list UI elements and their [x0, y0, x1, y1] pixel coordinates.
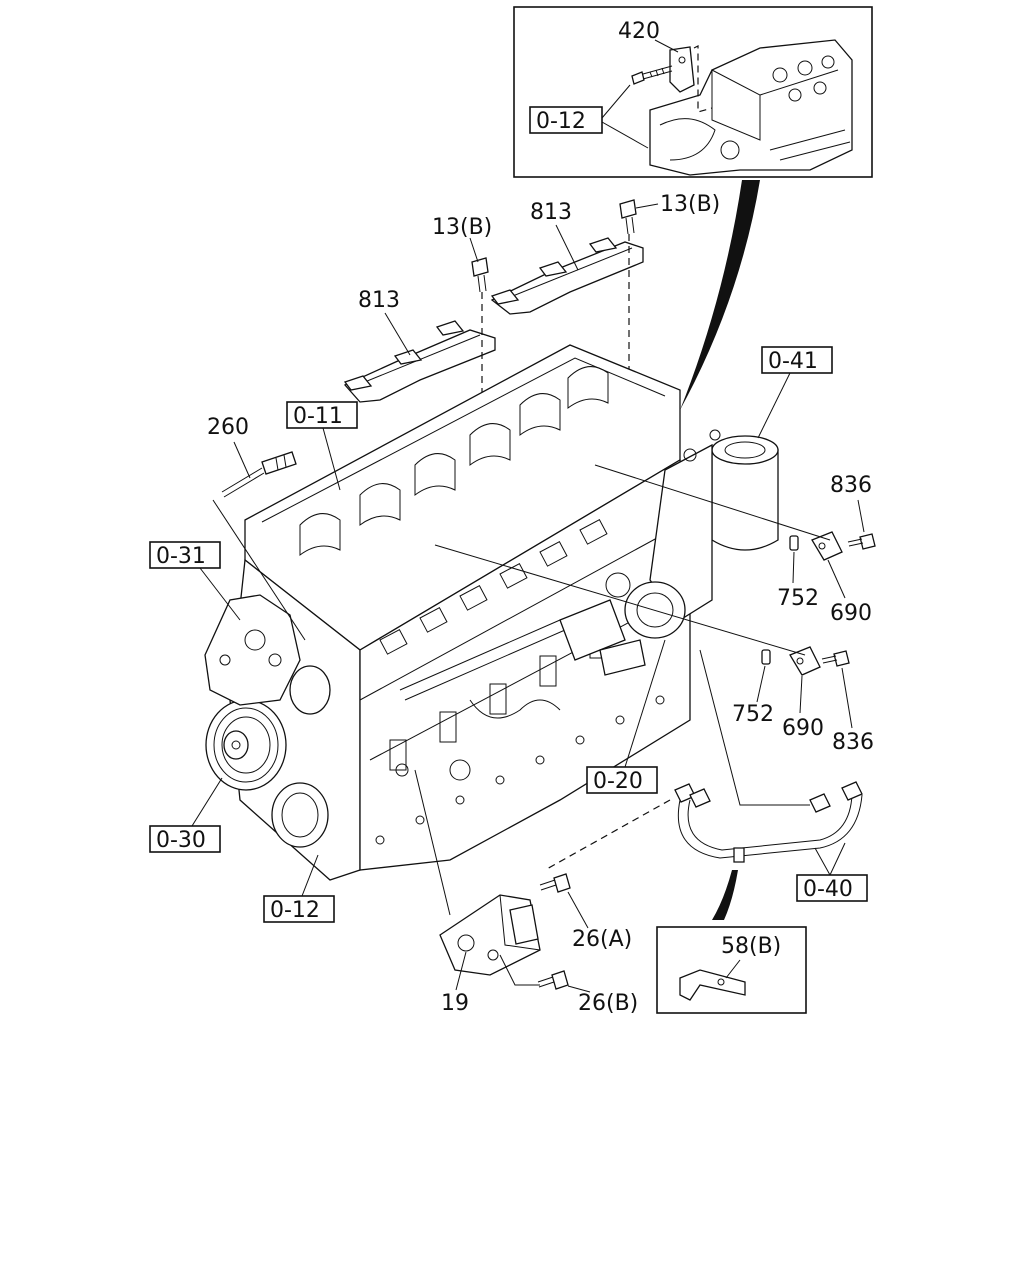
bolt-836-top — [847, 533, 876, 550]
injector-harness-right — [490, 237, 644, 315]
engine-block — [229, 344, 691, 881]
label-813-right: 813 — [530, 200, 572, 225]
label-690-bottom: 690 — [782, 716, 824, 741]
oil-pipe-assembly — [674, 781, 863, 863]
flywheel-housing-front — [271, 665, 331, 848]
callout-box-0-12-bottom — [263, 895, 335, 923]
label-0-41: 0-41 — [768, 349, 818, 374]
sensor-690-bottom — [789, 646, 821, 676]
callout-box-0-12-top — [529, 106, 603, 134]
injector-harness-left — [343, 320, 496, 403]
callout-box-0-41 — [761, 346, 833, 374]
inset-cylinder-head-detail — [513, 6, 873, 178]
callout-box-0-20 — [586, 766, 658, 794]
pipe-inset-pointer-arrow — [712, 870, 738, 920]
callout-box-0-31 — [149, 541, 221, 569]
label-0-40: 0-40 — [803, 877, 853, 902]
label-260: 260 — [207, 415, 249, 440]
label-813-left: 813 — [358, 288, 400, 313]
label-836-bottom: 836 — [832, 730, 874, 755]
label-0-30: 0-30 — [156, 828, 206, 853]
label-26a: 26(A) — [572, 927, 632, 952]
inset-pointer-arrow — [680, 180, 760, 410]
label-13b-right: 13(B) — [660, 192, 720, 217]
supply-pump — [204, 594, 301, 706]
callout-box-0-30 — [149, 825, 221, 853]
label-0-20: 0-20 — [593, 769, 643, 794]
label-420: 420 — [618, 19, 660, 44]
label-0-31: 0-31 — [156, 544, 206, 569]
label-0-11: 0-11 — [293, 404, 343, 429]
bracket-58b — [679, 969, 746, 1001]
callout-box-0-40 — [796, 874, 868, 902]
bolt-13b-right — [619, 199, 637, 235]
engine-mount-bracket — [439, 894, 541, 976]
inset-bracket-58b — [656, 926, 807, 1014]
label-19: 19 — [441, 991, 469, 1016]
label-752-top: 752 — [777, 586, 819, 611]
o-ring-752-top — [789, 535, 799, 551]
label-58b: 58(B) — [721, 934, 781, 959]
bolt-13b-left — [471, 257, 489, 293]
water-pump-fittings — [559, 572, 686, 676]
bolt-836-bottom — [821, 650, 850, 667]
label-690-top: 690 — [830, 601, 872, 626]
oil-filter-assembly — [649, 429, 779, 621]
label-836-top: 836 — [830, 473, 872, 498]
temperature-sensor — [221, 451, 297, 498]
label-752-bottom: 752 — [732, 702, 774, 727]
crank-pulley — [205, 699, 287, 791]
sensor-690-top — [811, 531, 843, 561]
label-0-12-bottom: 0-12 — [270, 898, 320, 923]
label-13b-left: 13(B) — [432, 215, 492, 240]
o-ring-752-bottom — [761, 649, 771, 665]
bolt-26a — [539, 873, 571, 893]
bolt-26b — [537, 970, 569, 990]
callout-box-0-11 — [286, 401, 358, 429]
label-26b: 26(B) — [578, 991, 638, 1016]
label-0-12-top: 0-12 — [536, 109, 586, 134]
